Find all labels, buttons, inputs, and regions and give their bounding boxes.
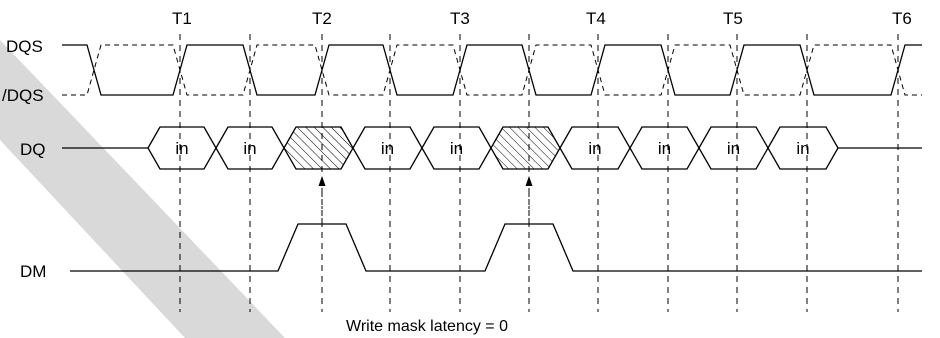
dq-beat-label: in	[727, 139, 740, 158]
time-marker-t5: T5	[723, 9, 743, 28]
time-marker-t3: T3	[450, 9, 470, 28]
time-marker-t4: T4	[586, 9, 606, 28]
dq-beat-label: in	[381, 139, 394, 158]
watermark-stripe	[0, 40, 285, 338]
dqs-n-waveform	[62, 44, 922, 96]
mask-arrow-head-1	[318, 176, 326, 186]
mask-arrows	[318, 176, 533, 221]
write-mask-latency-caption: Write mask latency = 0	[346, 318, 508, 335]
dq-beat-label: in	[658, 139, 671, 158]
signal-label-dq: DQ	[20, 140, 46, 159]
dq-masked-beat	[490, 126, 561, 170]
time-marker-t1: T1	[172, 9, 192, 28]
signal-label-dqs: DQS	[6, 37, 43, 56]
dq-data-beats: in in in in in in in in	[147, 126, 839, 170]
dm-waveform	[70, 223, 922, 272]
time-marker-t6: T6	[892, 9, 912, 28]
signal-label-dqs-n: /DQS	[2, 86, 44, 105]
dq-data-beat	[767, 126, 839, 170]
mask-arrow-head-2	[525, 176, 533, 186]
dq-beat-label: in	[243, 139, 256, 158]
dq-beat-label: in	[796, 139, 809, 158]
dq-masked-beat	[283, 126, 354, 170]
time-marker-t2: T2	[312, 9, 332, 28]
signal-label-dm: DM	[20, 262, 46, 281]
clock-guide-lines	[179, 34, 899, 312]
dq-beat-label: in	[588, 139, 601, 158]
time-markers: T1 T2 T3 T4 T5 T6	[172, 9, 912, 28]
dqs-waveform	[62, 44, 922, 96]
dq-beat-label: in	[175, 139, 188, 158]
dq-beat-label: in	[450, 139, 463, 158]
